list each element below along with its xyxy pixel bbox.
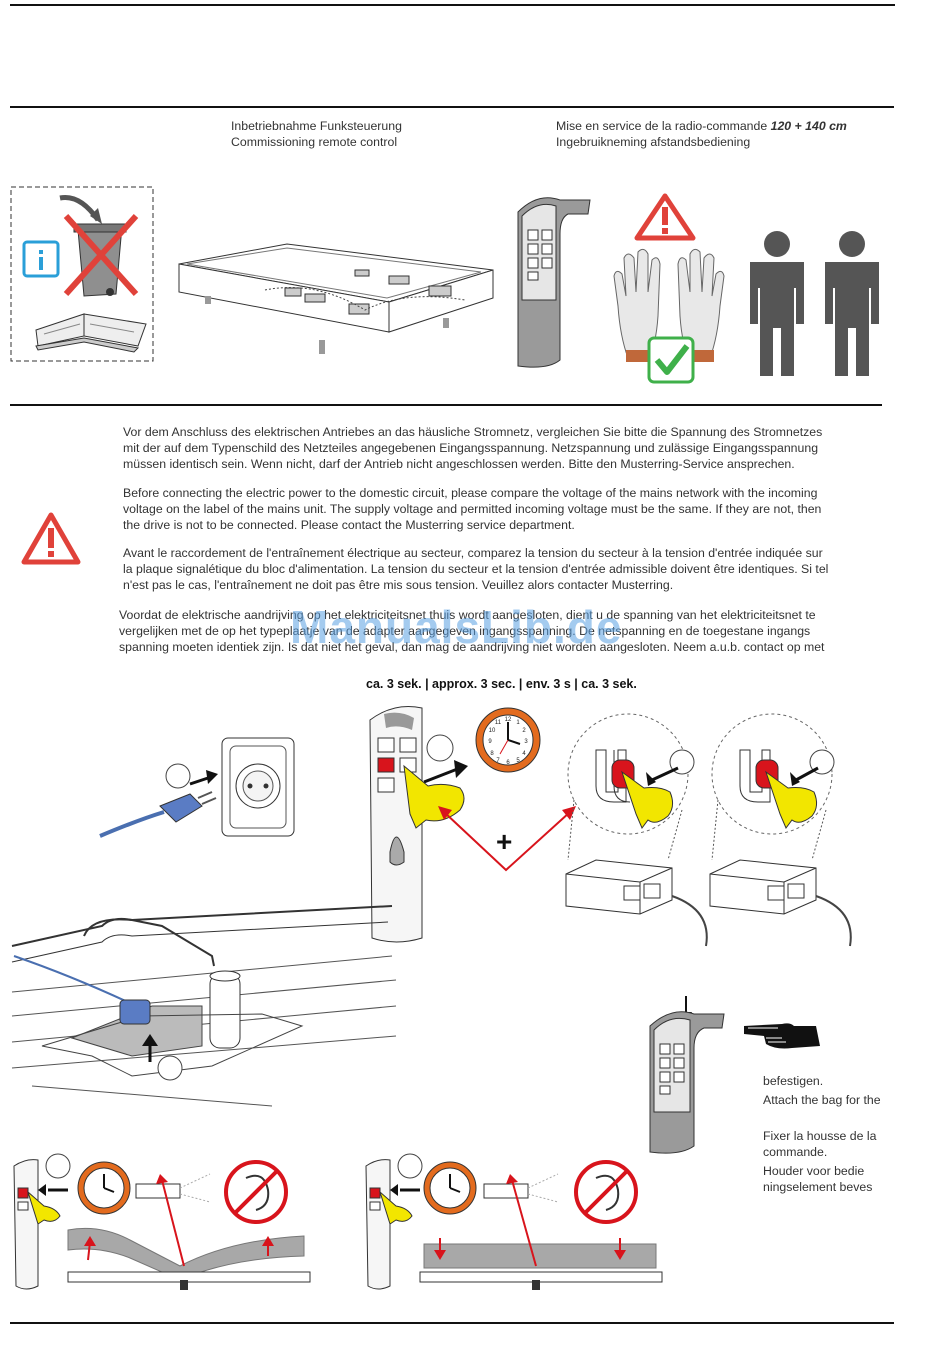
control-box-illustration-1 — [565, 713, 708, 947]
svg-text:4: 4 — [522, 751, 526, 757]
protective-gloves-icon — [613, 248, 725, 362]
bag-note-4: commande. — [763, 1145, 828, 1159]
pointing-hand-icon — [744, 1023, 820, 1049]
svg-text:12: 12 — [505, 717, 512, 723]
warning-text-en: Before connecting the electric power to … — [123, 485, 868, 533]
top-rule — [10, 4, 895, 6]
warning-text-de: Vor dem Anschluss des elektrischen Antri… — [123, 424, 868, 472]
warning-en-line: voltage on the label of the mains unit. … — [123, 502, 822, 516]
warning-en-line: Before connecting the electric power to … — [123, 486, 818, 500]
bed-lower-illustration — [365, 1153, 663, 1290]
bag-note-2: Attach the bag for the — [763, 1093, 881, 1107]
warning-en-line: the drive is not to be connected. Please… — [123, 518, 575, 532]
remote-holder-illustration — [517, 197, 591, 368]
plug-socket-illustration — [99, 737, 295, 838]
svg-text:11: 11 — [495, 720, 502, 726]
warning-triangle-icon — [634, 193, 696, 241]
warning-triangle-icon-large — [21, 512, 81, 565]
bag-note-3: Fixer la housse de la — [763, 1129, 877, 1143]
duration-label: ca. 3 sek. | approx. 3 sec. | env. 3 s |… — [366, 677, 637, 691]
warning-de-line: müssen identisch sein. Wenn nicht, darf … — [123, 457, 795, 471]
open-book-icon — [35, 313, 147, 353]
plus-sign: + — [496, 826, 513, 857]
svg-text:6: 6 — [506, 760, 510, 766]
watermark: ManualsLib.de — [290, 601, 623, 653]
warning-fr-line: n'est pas le cas, l'entraînement ne doit… — [123, 578, 674, 592]
bed-base-illustration — [178, 243, 494, 354]
heading-right: Mise en service de la radio-commande 120… — [556, 118, 847, 150]
info-manual-illustration — [10, 186, 154, 362]
section-rule — [10, 404, 882, 406]
bag-note-1: befestigen. — [763, 1074, 824, 1088]
warning-de-line: mit der auf dem Typenschild des Netzteil… — [123, 441, 819, 455]
remote-red-button — [377, 757, 395, 773]
bed-frame-underside-illustration — [11, 905, 397, 1107]
bottom-rule — [10, 1322, 894, 1324]
svg-text:2: 2 — [522, 728, 526, 734]
checkmark-icon — [647, 336, 695, 384]
heading-left-en: Commissioning remote control — [231, 135, 398, 149]
svg-text:1: 1 — [516, 720, 520, 726]
svg-text:9: 9 — [488, 739, 492, 745]
svg-text:8: 8 — [490, 751, 494, 757]
warning-de-line: Vor dem Anschluss des elektrischen Antri… — [123, 425, 823, 439]
header-rule — [10, 106, 894, 108]
svg-text:7: 7 — [496, 758, 500, 764]
pairing-arrows — [438, 806, 576, 872]
heading-right-nl: Ingebruikneming afstandsbediening — [556, 135, 751, 149]
remote-insert-illustration — [649, 996, 725, 1154]
control-box-illustration-2 — [709, 713, 852, 947]
warning-nl-line: vergelijken met de op het typeplaatje va… — [119, 624, 811, 638]
warning-fr-line: la plaque signalétique du bloc d'aliment… — [123, 562, 829, 576]
clock-icon: 12 3 6 9 12 45 78 10 11 — [475, 707, 541, 773]
svg-text:10: 10 — [489, 728, 496, 734]
heading-left: Inbetriebnahme Funksteuerung Commissioni… — [231, 118, 402, 150]
heading-left-de: Inbetriebnahme Funksteuerung — [231, 119, 402, 133]
warning-text-nl: Voordat de elektrische aandrijving op he… — [119, 607, 864, 655]
two-persons-icon — [750, 231, 879, 376]
bed-raise-illustration — [13, 1153, 311, 1290]
svg-text:5: 5 — [516, 758, 520, 764]
svg-text:3: 3 — [524, 739, 528, 745]
cross-mark-icon — [63, 213, 139, 297]
bag-note-5: Houder voor bedie — [763, 1164, 865, 1178]
warning-fr-line: Avant le raccordement de l'entraînement … — [123, 546, 823, 560]
warning-text-fr: Avant le raccordement de l'entraînement … — [123, 545, 868, 593]
heading-right-size: 120 + 140 cm — [770, 119, 847, 133]
warning-nl-line: Voordat de elektrische aandrijving op he… — [119, 608, 816, 622]
heading-right-fr: Mise en service de la radio-commande — [556, 119, 768, 133]
bag-note-6: ningselement beves — [763, 1180, 873, 1194]
warning-nl-line: spanning moeten identiek zijn. Is dat ni… — [119, 640, 825, 654]
